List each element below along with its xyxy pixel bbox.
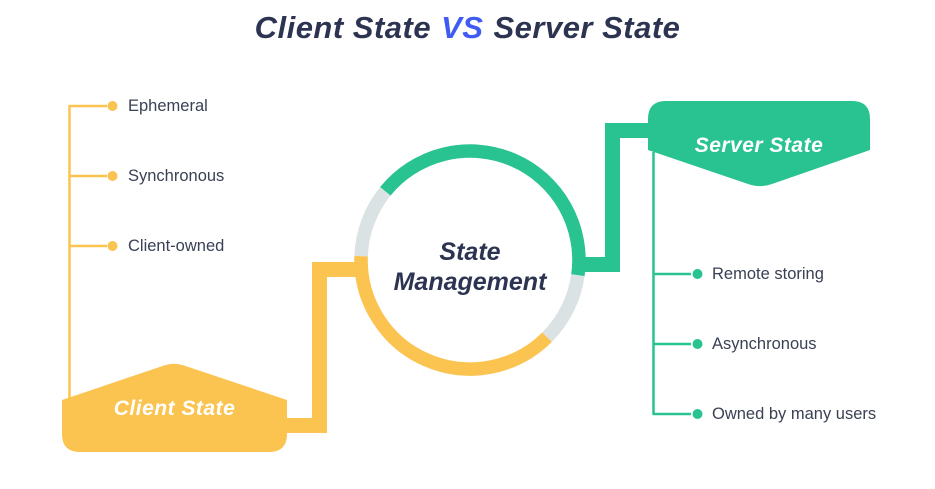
server-item-owned-by-many-users: Owned by many users (712, 405, 877, 423)
title-client-state: Client State (254, 10, 432, 45)
bullet-dot (107, 171, 118, 181)
ring-segment-gray-top-left (354, 187, 391, 257)
center-circle-label: State Management (360, 237, 580, 297)
client-item-client-owned: Client-owned (128, 237, 225, 255)
client-item-synchronous: Synchronous (128, 167, 225, 185)
ring-segment-green (380, 144, 586, 277)
client-connector-line (287, 262, 358, 433)
bullet-dot (692, 409, 703, 419)
server-item-asynchronous: Asynchronous (712, 335, 817, 353)
ring-segment-yellow (354, 255, 552, 376)
bullet-dot (692, 339, 703, 349)
center-line-1: State (439, 238, 501, 266)
server-state-badge (648, 101, 870, 187)
client-item-ephemeral: Ephemeral (128, 97, 208, 115)
bullet-dot (107, 101, 118, 111)
server-connector-line (576, 123, 650, 272)
server-list-spine (652, 152, 691, 416)
bullet-dot (692, 269, 703, 279)
title-vs: VS (441, 10, 484, 45)
server-badge-label: Server State (694, 134, 824, 157)
server-item-remote-storing: Remote storing (712, 265, 824, 283)
client-badge-label: Client State (113, 397, 236, 420)
title-server-state: Server State (493, 10, 681, 45)
ring-segment-gray-bottom-right (542, 274, 585, 342)
page-title: Client State VS Server State (0, 10, 935, 46)
center-line-2: Management (393, 268, 547, 296)
bullet-dot (107, 241, 118, 251)
client-list-spine (68, 104, 107, 398)
client-state-badge (62, 363, 287, 452)
